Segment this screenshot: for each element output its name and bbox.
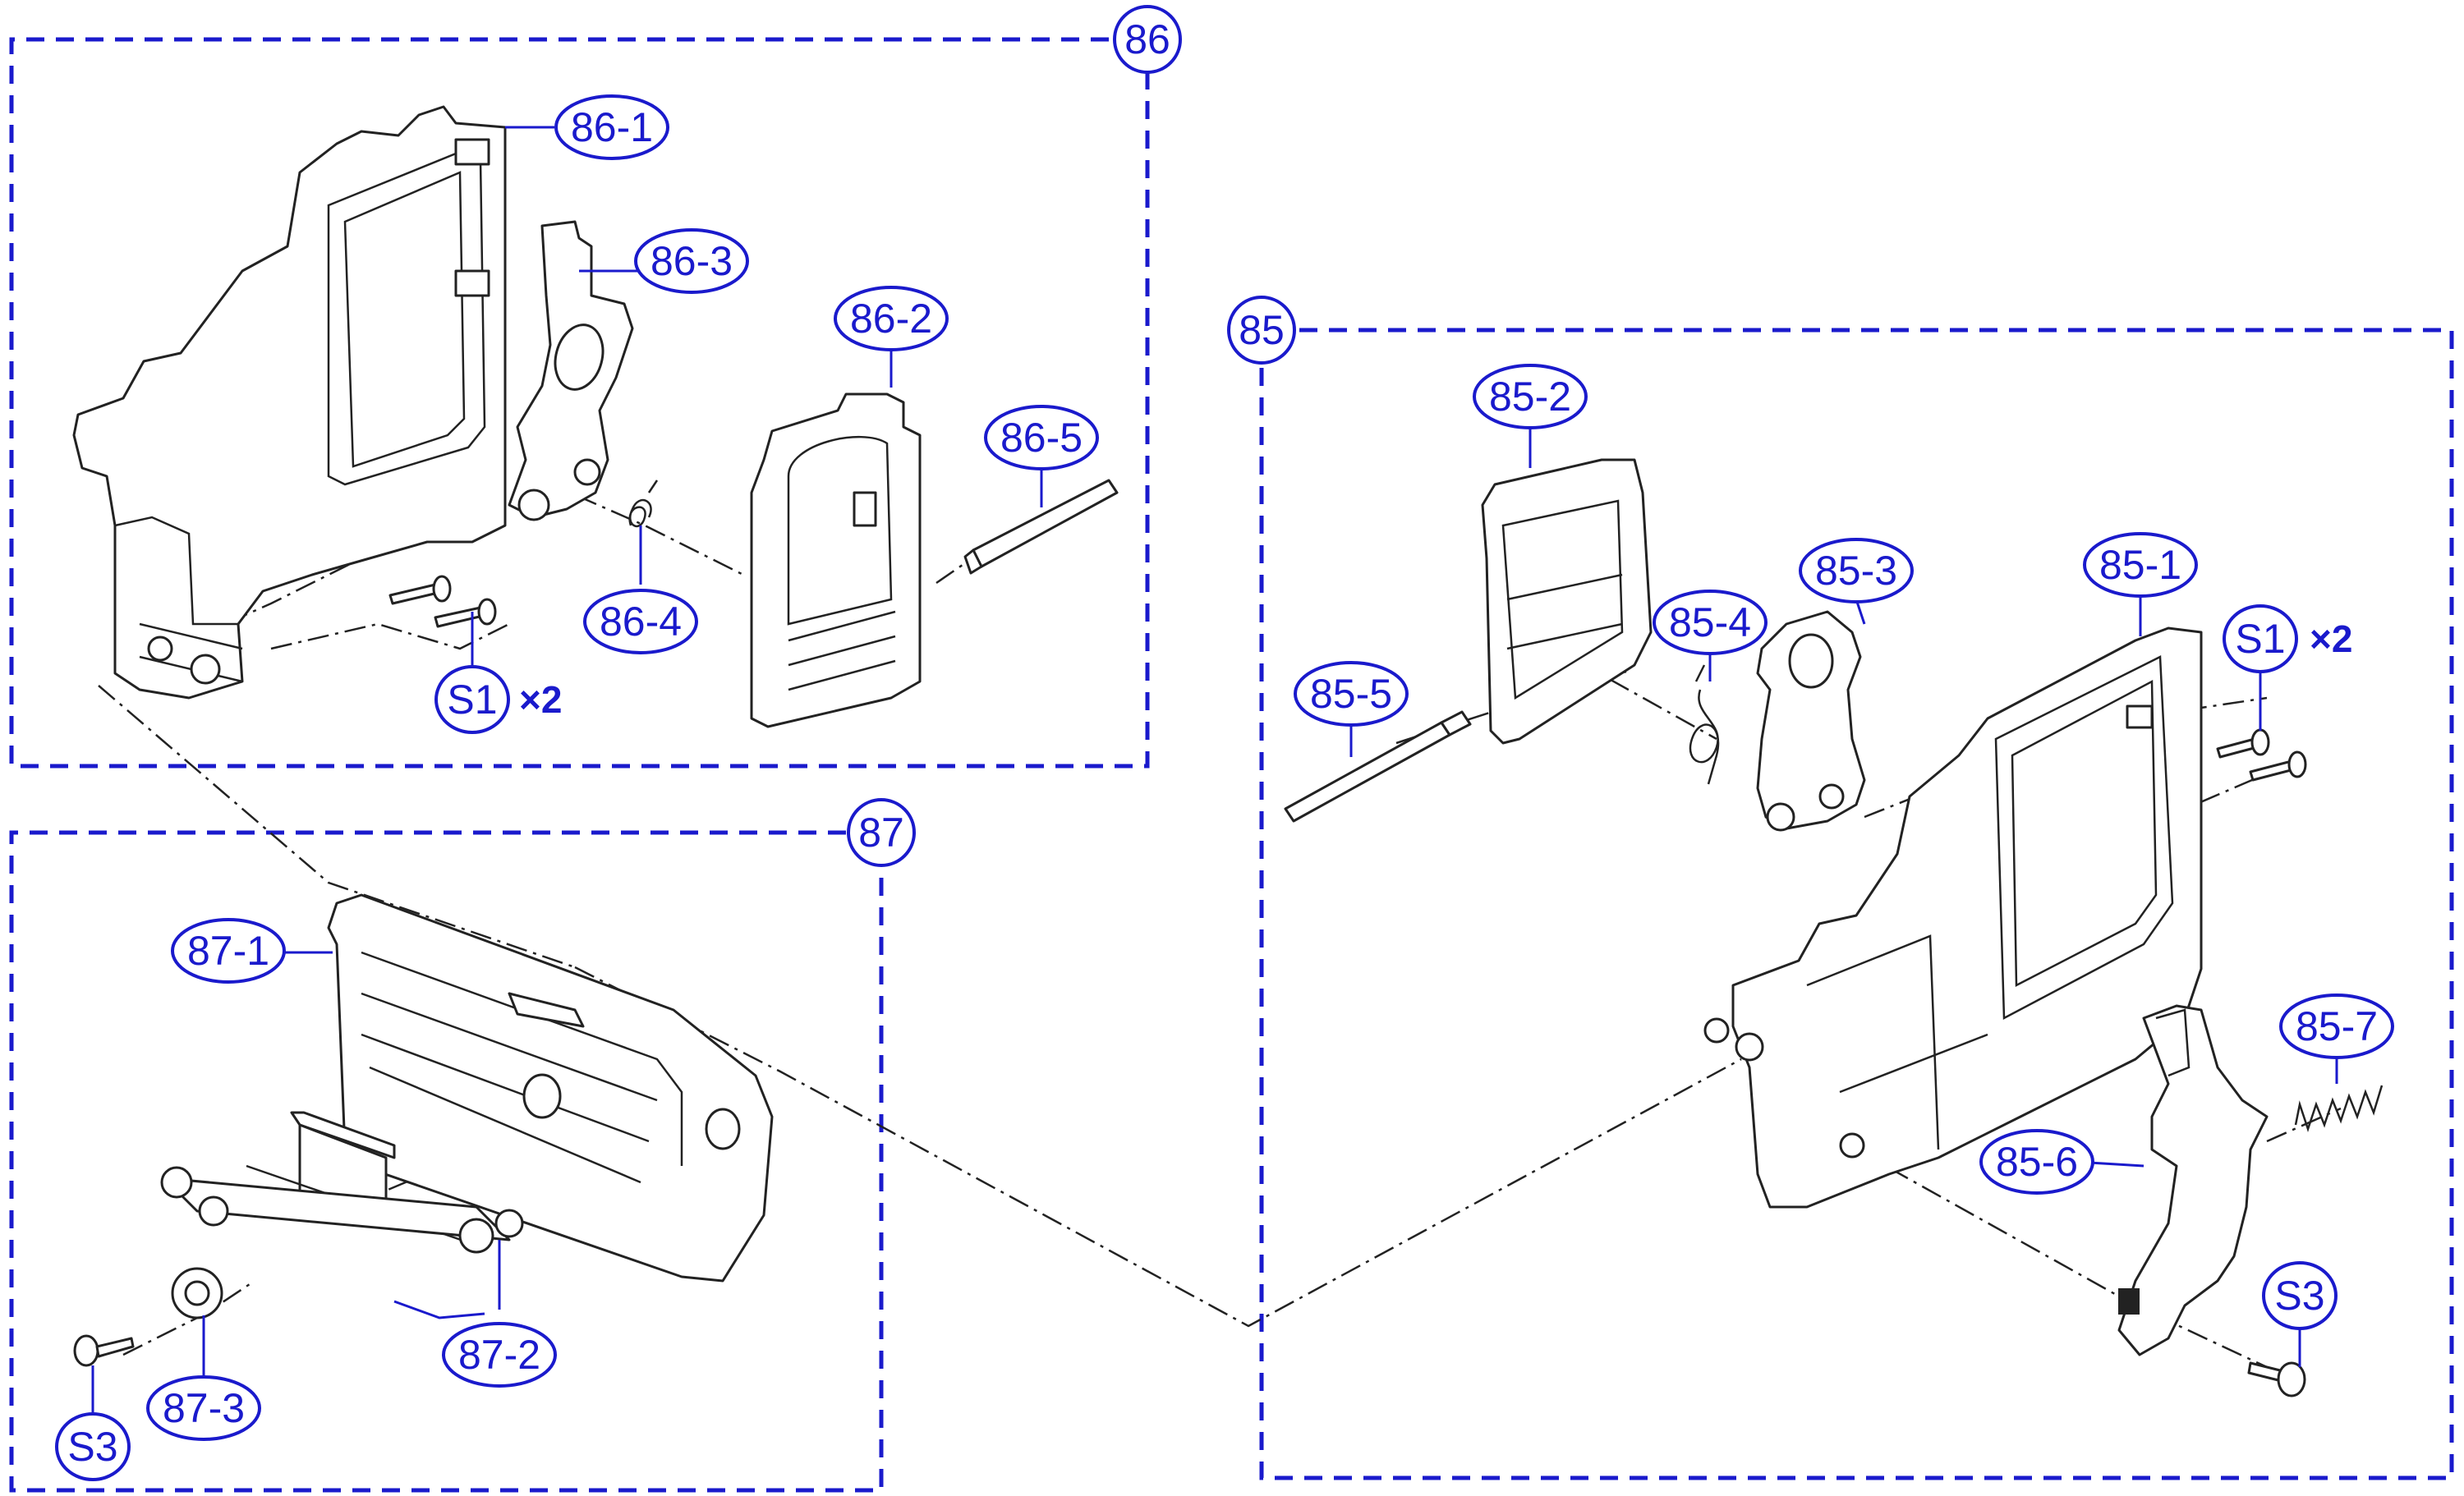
svg-text:87-1: 87-1 bbox=[187, 928, 269, 974]
callout-85-5: 85-5 bbox=[1294, 661, 1409, 727]
part-85-6-latch bbox=[2117, 1004, 2269, 1356]
svg-text:87-3: 87-3 bbox=[163, 1385, 245, 1431]
callout-85-2: 85-2 bbox=[1473, 364, 1588, 429]
callout-85-7: 85-7 bbox=[2279, 994, 2394, 1059]
part-85-5-pin bbox=[1284, 710, 1472, 823]
svg-text:85-6: 85-6 bbox=[1996, 1139, 2078, 1185]
callout-85-s1: S1 bbox=[2223, 604, 2298, 673]
part-86-s1-screws bbox=[388, 575, 497, 628]
part-85-7-spring bbox=[2294, 1085, 2384, 1132]
svg-text:85-3: 85-3 bbox=[1815, 548, 1897, 594]
svg-text:85-1: 85-1 bbox=[2099, 542, 2181, 588]
svg-text:S1: S1 bbox=[2235, 616, 2285, 662]
callout-86-5: 86-5 bbox=[984, 405, 1099, 470]
svg-text:86-2: 86-2 bbox=[850, 296, 932, 342]
qty-86-s1: ×2 bbox=[519, 678, 562, 721]
callout-86-4: 86-4 bbox=[583, 589, 698, 654]
svg-text:86: 86 bbox=[1124, 16, 1170, 62]
part-85-3-lever bbox=[1756, 610, 1866, 832]
group-87-tag: 87 bbox=[847, 798, 916, 867]
group-86-box bbox=[9, 37, 1150, 769]
svg-text:85-2: 85-2 bbox=[1489, 374, 1571, 420]
svg-text:86-1: 86-1 bbox=[571, 104, 653, 150]
callout-85-6: 85-6 bbox=[1979, 1129, 2094, 1195]
part-86-4-spring bbox=[628, 480, 659, 527]
qty-85-s1: ×2 bbox=[2310, 617, 2352, 660]
group-85-tag: 85 bbox=[1227, 296, 1296, 365]
callout-86-s1: S1 bbox=[434, 665, 510, 734]
leader-lines bbox=[91, 126, 2338, 1416]
svg-text:S3: S3 bbox=[2274, 1273, 2324, 1319]
part-86-2-holder bbox=[750, 392, 922, 728]
svg-text:87-2: 87-2 bbox=[458, 1332, 540, 1378]
callout-85-3: 85-3 bbox=[1799, 538, 1914, 603]
svg-text:86-4: 86-4 bbox=[600, 599, 682, 645]
part-86-5-pin bbox=[963, 479, 1119, 575]
callout-85-1: 85-1 bbox=[2083, 532, 2198, 598]
svg-text:85-4: 85-4 bbox=[1669, 599, 1751, 645]
part-87-s3-screw bbox=[73, 1334, 135, 1367]
callout-86-3: 86-3 bbox=[634, 228, 749, 294]
callout-87-1: 87-1 bbox=[171, 918, 286, 984]
group-86-tag: 86 bbox=[1113, 5, 1182, 74]
svg-text:87: 87 bbox=[858, 810, 904, 856]
part-86-3-lever bbox=[508, 220, 634, 521]
svg-text:S1: S1 bbox=[447, 677, 497, 723]
svg-text:S3: S3 bbox=[67, 1424, 117, 1470]
svg-text:85-5: 85-5 bbox=[1310, 671, 1392, 717]
part-85-s1-screws bbox=[2216, 728, 2307, 782]
callout-87-s3: S3 bbox=[55, 1412, 131, 1481]
callout-85-s3: S3 bbox=[2262, 1261, 2338, 1330]
part-85-2-holder bbox=[1481, 458, 1653, 745]
svg-text:86-5: 86-5 bbox=[1000, 415, 1083, 461]
callout-86-2: 86-2 bbox=[834, 286, 949, 351]
svg-text:86-3: 86-3 bbox=[650, 238, 733, 284]
callout-86-1: 86-1 bbox=[554, 94, 669, 160]
group-87-box bbox=[9, 830, 884, 1493]
part-87-3-pinion bbox=[171, 1267, 223, 1319]
callout-87-3: 87-3 bbox=[146, 1375, 261, 1441]
part-87-1-housing bbox=[327, 893, 774, 1283]
part-86-1-frame bbox=[72, 105, 507, 700]
part-87-2-rack-gear bbox=[160, 1111, 524, 1254]
callout-85-4: 85-4 bbox=[1653, 590, 1768, 655]
part-85-1-frame bbox=[1703, 626, 2203, 1209]
svg-text:85: 85 bbox=[1239, 307, 1285, 353]
part-85-s3-screw bbox=[2247, 1361, 2306, 1397]
part-85-4-spring bbox=[1689, 664, 1720, 785]
svg-text:85-7: 85-7 bbox=[2296, 1003, 2378, 1049]
callout-87-2: 87-2 bbox=[442, 1322, 557, 1388]
